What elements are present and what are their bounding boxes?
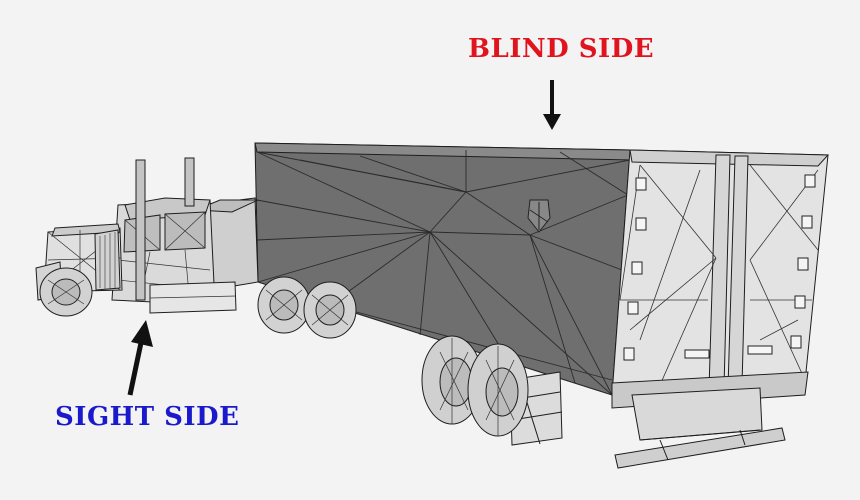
blind-side-label: BLIND SIDE bbox=[468, 34, 654, 64]
sight-side-arrow bbox=[130, 320, 153, 395]
blind-side-arrow bbox=[543, 80, 561, 130]
trailer-wheels bbox=[422, 336, 528, 436]
sight-side-label: SIGHT SIDE bbox=[55, 402, 239, 432]
rear-underride-guard bbox=[615, 388, 785, 468]
trailer-rear-face bbox=[612, 150, 828, 408]
